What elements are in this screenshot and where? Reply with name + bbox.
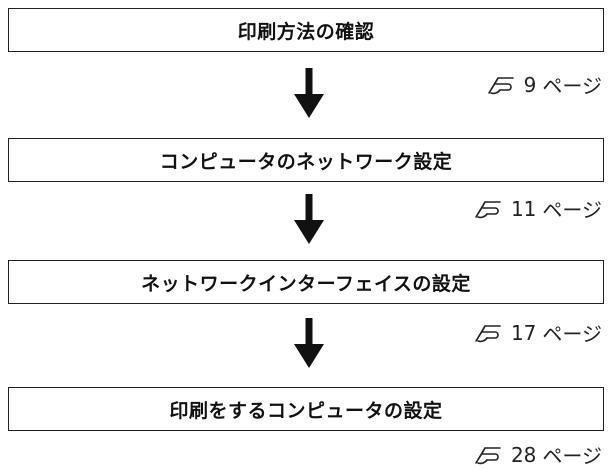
ref-page-suffix-2: ページ: [542, 198, 602, 222]
ref-page-number-1: 9: [523, 72, 537, 97]
step-label-1: 印刷方法の確認: [237, 20, 375, 43]
step-label-4: 印刷をするコンピュータの設定: [169, 399, 443, 422]
ref-page-suffix-3: ページ: [542, 322, 602, 346]
ref-page-number-4: 28: [510, 442, 537, 467]
step-box-1: 印刷方法の確認: [8, 8, 604, 52]
down-arrow-icon: [294, 194, 324, 244]
page-reference-2[interactable]: 11 ページ: [473, 194, 602, 223]
page-reference-4[interactable]: 28 ページ: [473, 440, 602, 469]
page-reference-1[interactable]: 9 ページ: [486, 70, 602, 99]
down-arrow-icon: [294, 68, 324, 118]
step-label-2: コンピュータのネットワーク設定: [159, 150, 453, 173]
step-box-2: コンピュータのネットワーク設定: [8, 138, 604, 182]
ref-page-number-3: 17: [510, 320, 537, 345]
reference-hand-icon: [475, 446, 501, 464]
step-box-4: 印刷をするコンピュータの設定: [8, 387, 604, 431]
reference-hand-icon: [487, 76, 514, 94]
page-reference-3[interactable]: 17 ページ: [473, 318, 602, 347]
ref-page-suffix-1: ページ: [542, 74, 602, 98]
reference-hand-icon: [475, 200, 501, 218]
ref-page-number-2: 11: [510, 196, 537, 221]
step-box-3: ネットワークインターフェイスの設定: [8, 260, 604, 304]
ref-page-suffix-4: ページ: [542, 444, 602, 468]
reference-hand-icon: [475, 324, 501, 342]
down-arrow-icon: [294, 318, 324, 368]
step-label-3: ネットワークインターフェイスの設定: [141, 272, 471, 295]
